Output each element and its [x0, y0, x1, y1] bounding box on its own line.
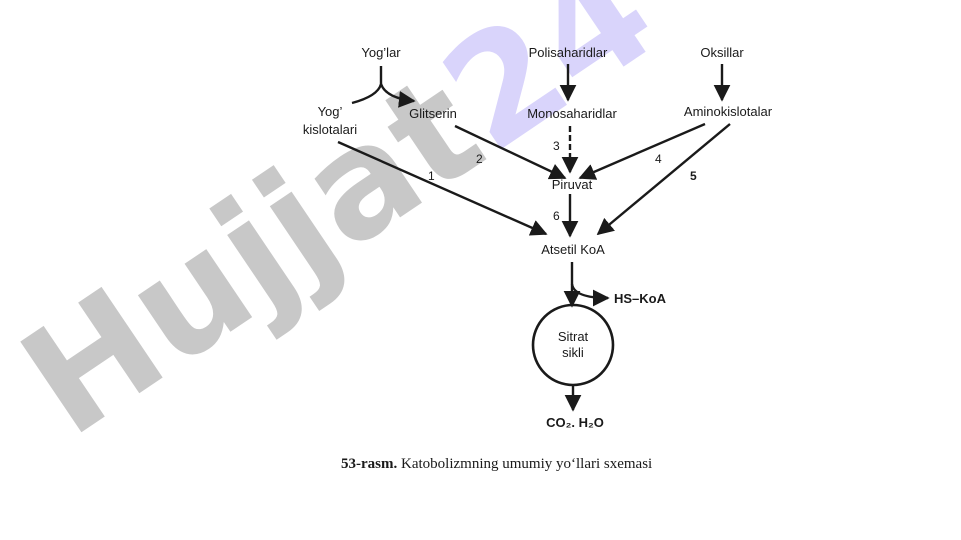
node-co2-h2o: CO₂. H₂O [546, 415, 604, 430]
figure-caption-number: 53-rasm. [341, 456, 398, 472]
svg-text:Hujjat24: Hujjat24 [0, 0, 684, 470]
arrow-amino-piruvat [578, 122, 706, 180]
node-labels: Yog’lar Yog’ kislotalari Glitserin Polis… [303, 45, 773, 430]
node-yog-kislotalari-line1: Yog’ [318, 104, 343, 119]
pathway-numbers: 1 2 3 4 5 6 [428, 139, 697, 223]
node-polisaharidlar: Polisaharidlar [529, 45, 608, 60]
node-monosaharidlar: Monosaharidlar [527, 106, 617, 121]
figure-caption: 53-rasm. Katobolizmning umumiy yo‘llari … [341, 456, 652, 473]
watermark-part1: Hujja [0, 82, 452, 470]
arrow-hs-koa [570, 283, 610, 307]
node-atsetil-koa: Atsetil KoA [541, 242, 605, 257]
pathway-number-1: 1 [428, 169, 435, 183]
arrow-yogkis-atsetil [337, 140, 548, 236]
arrow-glitserin-piruvat [454, 124, 567, 180]
pathway-number-4: 4 [655, 152, 662, 166]
node-hs-koa: HS–KoA [614, 291, 667, 306]
pathway-number-3: 3 [553, 139, 560, 153]
arrow-yoglar-glitserin [379, 83, 416, 108]
pathway-number-6: 6 [553, 209, 560, 223]
node-sitrat-line1: Sitrat [558, 329, 589, 344]
node-glitserin: Glitserin [409, 106, 457, 121]
figure-caption-text: Katobolizmning umumiy yo‘llari sxemasi [401, 456, 653, 472]
node-oksillar: Oksillar [700, 45, 744, 60]
connectors [337, 64, 731, 412]
pathway-number-2: 2 [476, 152, 483, 166]
pathway-number-5: 5 [690, 169, 697, 183]
node-yoglar: Yog’lar [361, 45, 401, 60]
watermark: Hujjat24 [0, 0, 684, 470]
node-aminokislotalar: Aminokislotalar [684, 104, 773, 119]
node-yog-kislotalari-line2: kislotalari [303, 122, 357, 137]
arrow-amino-atsetil [596, 123, 731, 236]
node-sitrat-line2: sikli [562, 345, 584, 360]
node-piruvat: Piruvat [552, 177, 593, 192]
